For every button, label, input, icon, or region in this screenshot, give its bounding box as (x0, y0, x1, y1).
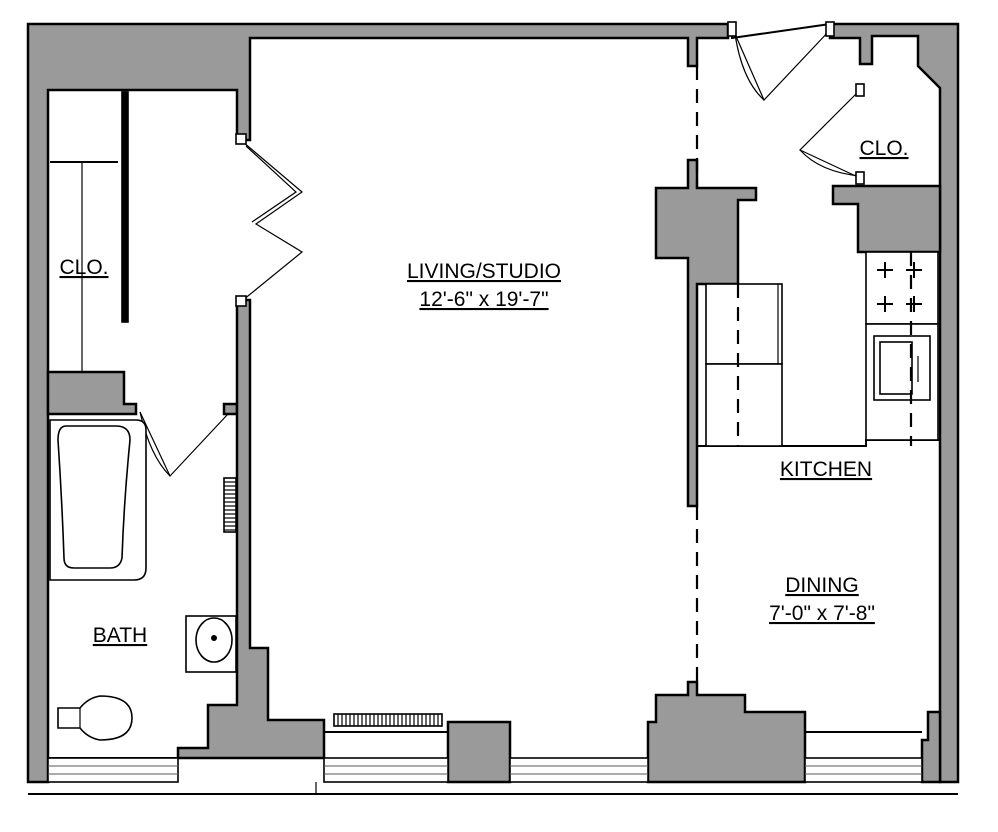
wall-bottom-right-corner (920, 710, 942, 784)
closet-slider-door (121, 91, 129, 323)
dining-dimensions: 7'-0" x 7'-8" (769, 602, 875, 625)
labels: LIVING/STUDIO 12'-6" x 19'-7" KITCHEN DI… (59, 137, 908, 647)
closet-left-name: CLO. (59, 256, 108, 279)
counter-lower (705, 363, 783, 447)
bifold-door (242, 141, 304, 301)
window-living-2 (509, 757, 649, 783)
windows (47, 757, 923, 783)
wall-kitchen-column (654, 158, 758, 508)
kitchen-fixtures (705, 251, 939, 447)
living-room-name: LIVING/STUDIO (407, 260, 561, 283)
bathtub-basin (57, 425, 131, 569)
wall-top-right (828, 22, 960, 784)
window-bath (47, 757, 179, 783)
walls (26, 22, 960, 784)
radiator-living (333, 713, 443, 727)
wall-closet-bottom (46, 370, 138, 416)
wall-bath-top (222, 402, 239, 416)
bath-door (139, 411, 229, 478)
toilet (57, 695, 133, 741)
closet-right-door (798, 89, 861, 179)
wall-pier-right (646, 680, 807, 784)
bath-fixtures (49, 419, 237, 741)
closet-left (50, 91, 129, 372)
bath-name: BATH (93, 624, 147, 647)
living-room-dimensions: 12'-6" x 19'-7" (419, 288, 548, 311)
burners (877, 262, 922, 312)
dining-name: DINING (785, 574, 859, 597)
wall-living-left (176, 298, 326, 760)
window-living-1 (323, 757, 449, 783)
kitchen-name: KITCHEN (780, 458, 872, 481)
wall-pier-center (446, 720, 512, 784)
wall-closet-right-bottom (831, 184, 942, 254)
window-dining (804, 757, 923, 783)
stove (865, 251, 939, 325)
closet-right-name: CLO. (859, 137, 908, 160)
radiators (223, 477, 443, 727)
fridge-upper (705, 283, 783, 365)
entry-door (731, 23, 831, 40)
doors (139, 21, 865, 478)
